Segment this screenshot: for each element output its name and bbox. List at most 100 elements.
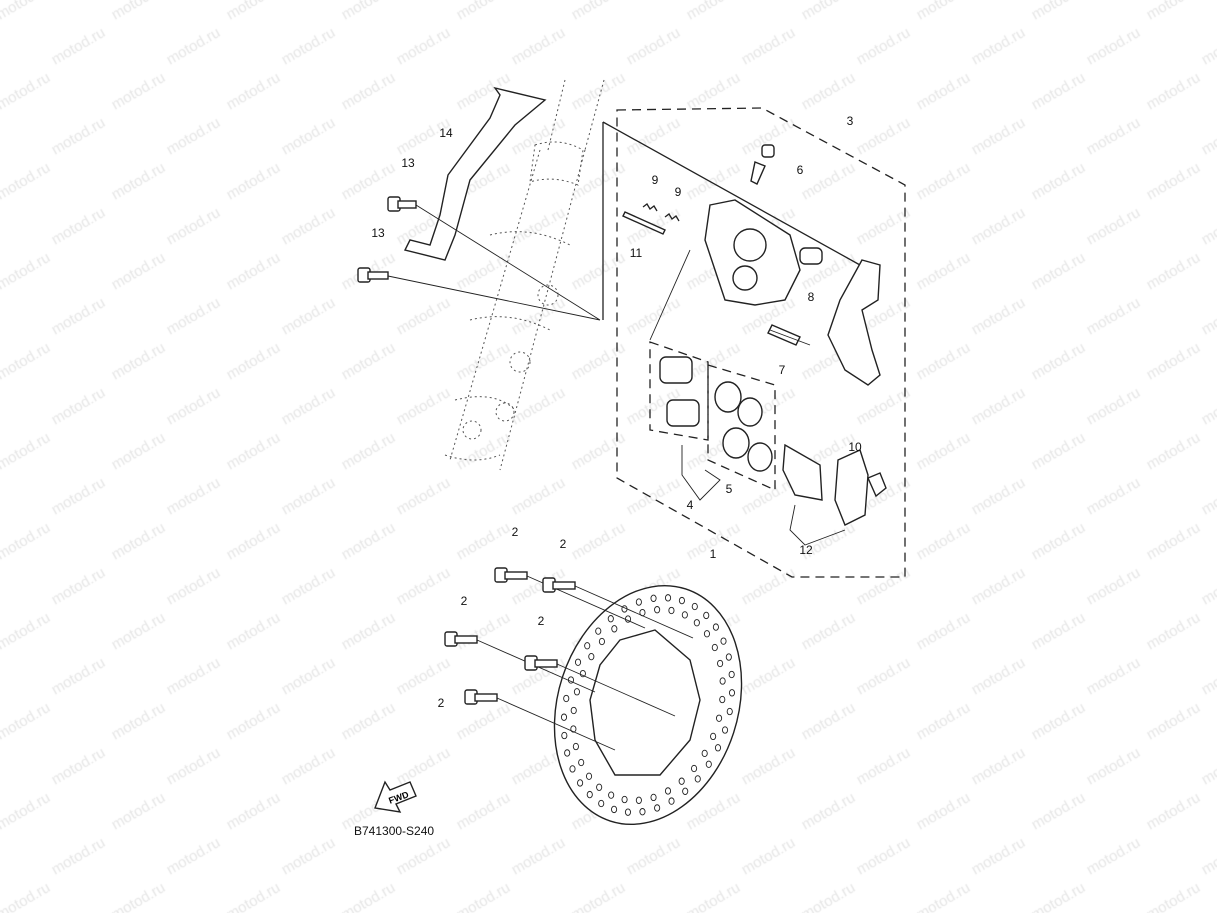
callout-9: 9 — [652, 173, 659, 187]
callout-2: 2 — [438, 696, 445, 710]
pad-spring — [664, 213, 680, 222]
callout-2: 2 — [560, 537, 567, 551]
callout-12: 12 — [799, 543, 813, 557]
brake-pad — [834, 449, 869, 526]
disc-hole — [691, 764, 698, 773]
callout-1: 1 — [710, 547, 717, 561]
callout-14: 14 — [439, 126, 453, 140]
disc-hole — [701, 749, 708, 758]
disc-hole — [678, 777, 685, 785]
disc-hole — [624, 808, 632, 816]
disc-hole — [694, 775, 701, 783]
callout-5: 5 — [726, 482, 733, 496]
disc-hole — [717, 659, 724, 668]
disc-hole — [586, 790, 593, 799]
disc-hole — [703, 611, 710, 620]
disc-hole — [564, 749, 571, 757]
caliper-piston — [666, 399, 700, 427]
hose-guide-bracket — [403, 86, 547, 261]
pad-pin — [622, 211, 666, 235]
disc-hole — [607, 615, 614, 623]
disc-hole — [725, 653, 732, 661]
disc-hole — [716, 714, 723, 722]
callout-13: 13 — [371, 226, 385, 240]
disc-hole — [664, 787, 672, 795]
disc-hole — [721, 726, 729, 734]
disc-hole — [720, 637, 727, 645]
caliper-assembly-boundary — [616, 107, 906, 578]
disc-bolt — [542, 577, 694, 639]
pad-spring — [642, 203, 658, 212]
disc-hole — [682, 787, 689, 795]
disc-hole — [711, 643, 718, 652]
forward-direction-arrow: FWD — [374, 780, 417, 813]
disc-hole — [710, 732, 717, 741]
disc-hole — [579, 669, 586, 678]
disc-hole — [561, 731, 568, 740]
disc-hole — [728, 689, 736, 697]
disc-hole — [572, 742, 579, 751]
disc-hole — [691, 602, 698, 611]
callout-2: 2 — [461, 594, 468, 608]
disc-hole — [574, 658, 582, 666]
disc-hole — [608, 791, 615, 799]
callout-4: 4 — [687, 498, 694, 512]
callout-11: 11 — [630, 246, 643, 260]
callout-2: 2 — [512, 525, 519, 539]
disc-hole — [596, 783, 603, 791]
disc-hole — [573, 688, 580, 696]
callout-8: 8 — [808, 290, 815, 304]
disc-hole — [621, 795, 628, 804]
disc-hole — [598, 799, 605, 808]
disc-hole — [598, 637, 605, 646]
disc-hole — [678, 596, 685, 605]
callout-13: 13 — [401, 156, 415, 170]
disc-hole — [569, 765, 576, 773]
callout-6: 6 — [797, 163, 804, 177]
disc-hole — [577, 779, 584, 787]
disc-hole — [681, 611, 688, 619]
disc-hole — [635, 598, 642, 606]
disc-hole — [712, 623, 719, 631]
bleed-screw — [750, 144, 775, 185]
brake-disc — [553, 584, 743, 826]
callout-9: 9 — [675, 185, 682, 199]
disc-hole — [560, 713, 568, 721]
disc-hole — [726, 707, 733, 716]
disc-hole — [588, 652, 595, 661]
disc-hole — [584, 642, 591, 650]
front-fork-outline — [444, 79, 605, 471]
disc-hole — [650, 793, 657, 802]
caliper-bracket — [827, 259, 881, 386]
disc-hole — [719, 695, 726, 704]
disc-hole — [664, 594, 672, 602]
bracket-bolt — [387, 196, 417, 212]
disc-hole — [654, 606, 661, 614]
caliper-boot — [799, 247, 823, 265]
disc-hole — [595, 627, 602, 635]
disc-hole — [728, 670, 735, 679]
disc-hole — [693, 619, 700, 627]
disc-hole — [570, 725, 577, 733]
disc-bolt — [464, 689, 616, 751]
callout-10: 10 — [848, 440, 862, 454]
disc-hole — [703, 630, 711, 638]
bracket-bolt — [357, 267, 389, 283]
disc-hole — [705, 760, 712, 768]
disc-hole — [611, 805, 618, 814]
disc-hole — [563, 694, 570, 703]
disc-hole — [650, 594, 657, 602]
disc-hole — [668, 606, 675, 615]
pad-shim — [867, 472, 887, 498]
callout-2: 2 — [538, 614, 545, 628]
disc-hole — [714, 744, 722, 752]
disc-hole — [611, 625, 618, 633]
brake-pad — [782, 443, 823, 501]
diagram-code: B741300-S240 — [354, 824, 435, 838]
disc-bolt — [524, 655, 676, 717]
disc-hole — [570, 706, 577, 715]
caliper-piston — [659, 356, 693, 384]
disc-hole — [668, 797, 675, 805]
disc-hole — [654, 804, 661, 812]
